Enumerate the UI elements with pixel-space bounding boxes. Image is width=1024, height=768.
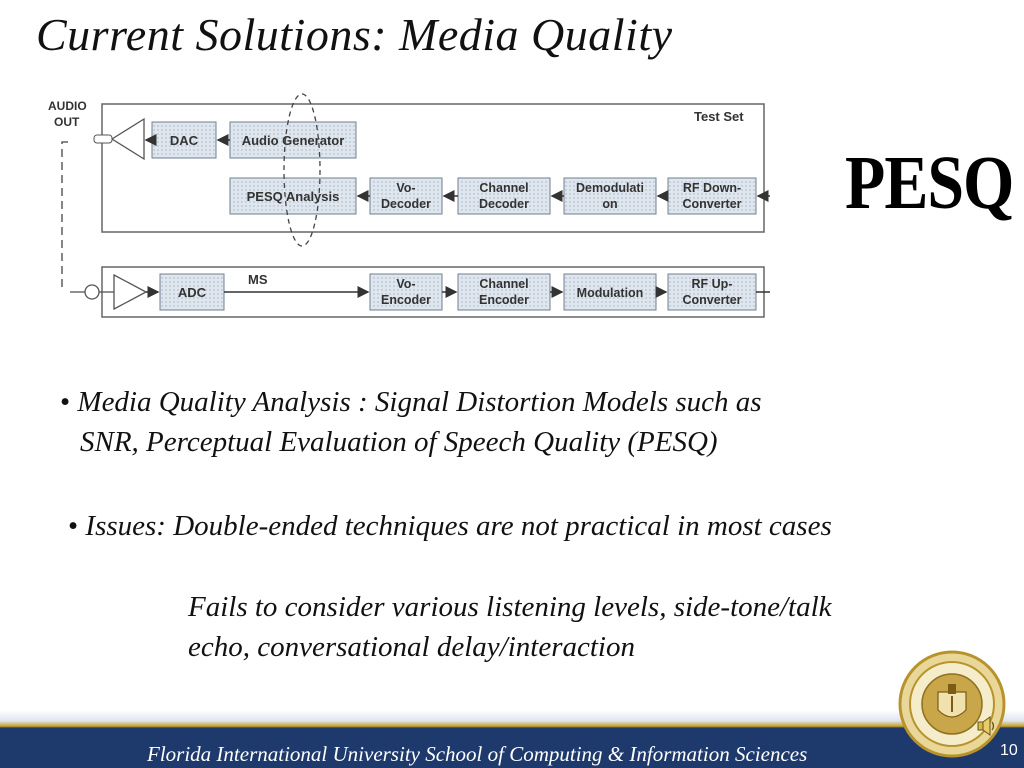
pesq-highlight-ellipse — [283, 93, 321, 247]
vo-encoder-box — [369, 273, 443, 311]
microphone-icon — [84, 284, 100, 300]
demodulation-box — [563, 177, 657, 215]
bullet-media-quality-line-2: SNR, Perceptual Evaluation of Speech Qua… — [80, 426, 718, 458]
footer-bar — [0, 710, 1024, 768]
channel-decoder-label-1: Channel — [479, 181, 528, 195]
vo-decoder-label-2: Decoder — [381, 197, 431, 211]
bullet-issues-text: Issues: Double-ended techniques are not … — [85, 510, 832, 542]
pesq-analysis-label: PESQ Analysis — [247, 189, 340, 204]
ms-label: MS — [248, 272, 268, 287]
vo-decoder-label-1: Vo- — [396, 181, 415, 195]
audio-loopback-line — [61, 141, 68, 288]
channel-decoder-label-2: Decoder — [479, 197, 529, 211]
rf-down-label-1: RF Down- — [683, 181, 741, 195]
audio-generator-label: Audio Generator — [242, 133, 345, 148]
demodulation-label-2: on — [602, 197, 617, 211]
pesq-logo: PESQ — [845, 141, 1014, 226]
audio-speaker-icon[interactable] — [976, 714, 998, 738]
dac-label: DAC — [170, 133, 199, 148]
audio-out-jack — [93, 134, 113, 144]
rf-up-label-2: Converter — [682, 293, 741, 307]
channel-encoder-label-2: Encoder — [479, 293, 529, 307]
bullet-issues: • Issues: Double-ended techniques are no… — [68, 510, 832, 542]
sub-point-fails: Fails to consider various listening leve… — [188, 587, 988, 667]
pesq-analysis-box — [229, 177, 357, 215]
sub-point-fails-line-1: Fails to consider various listening leve… — [188, 591, 832, 623]
adc-label: ADC — [178, 285, 207, 300]
test-set-label: Test Set — [694, 109, 744, 124]
slide-title: Current Solutions: Media Quality — [36, 9, 673, 60]
rf-down-converter-box — [667, 177, 757, 215]
demodulation-label-1: Demodulati — [576, 181, 644, 195]
university-seal-icon — [898, 650, 1006, 758]
sub-point-fails-line-2: echo, conversational delay/interaction — [188, 631, 635, 663]
audio-out-label-2: OUT — [54, 115, 80, 129]
channel-encoder-label-1: Channel — [479, 277, 528, 291]
footer-text: Florida International University School … — [147, 742, 808, 766]
modulation-label: Modulation — [577, 286, 644, 300]
speaker-amp-triangle — [110, 117, 145, 161]
rf-down-label-2: Converter — [682, 197, 741, 211]
vo-encoder-label-2: Encoder — [381, 293, 431, 307]
bullet-media-quality: • Media Quality Analysis : Signal Distor… — [60, 382, 960, 462]
vo-encoder-label-1: Vo- — [396, 277, 415, 291]
slide-number: 10 — [1000, 742, 1018, 759]
audio-out-label-1: AUDIO — [48, 99, 87, 113]
bullet-media-quality-line-1: Media Quality Analysis : Signal Distorti… — [77, 386, 762, 418]
pesq-test-diagram: AUDIO OUT Test Set MS DAC Audio Generato… — [48, 93, 770, 318]
adc-box — [159, 273, 225, 311]
rf-up-label-1: RF Up- — [692, 277, 733, 291]
channel-decoder-box — [457, 177, 551, 215]
channel-encoder-box — [457, 273, 551, 311]
